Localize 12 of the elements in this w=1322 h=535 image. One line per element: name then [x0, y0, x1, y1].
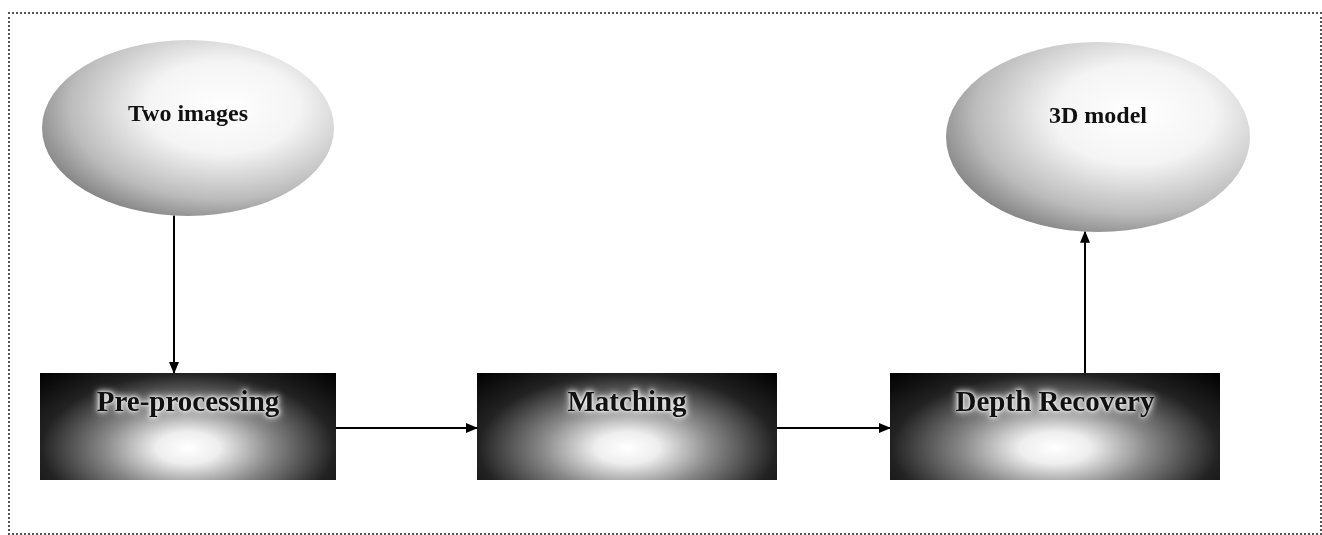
node-label: Two images [127, 100, 249, 127]
arrow [335, 423, 478, 433]
arrow [169, 214, 179, 374]
process-box [890, 373, 1220, 480]
node-label: Pre-processing [96, 385, 280, 418]
node-label: Matching [567, 385, 687, 418]
node-label: Depth Recovery [955, 385, 1155, 418]
arrow [1080, 230, 1090, 374]
node-label: 3D model [1049, 102, 1147, 129]
process-box [477, 373, 777, 480]
arrow [776, 423, 891, 433]
process-box [40, 373, 336, 480]
